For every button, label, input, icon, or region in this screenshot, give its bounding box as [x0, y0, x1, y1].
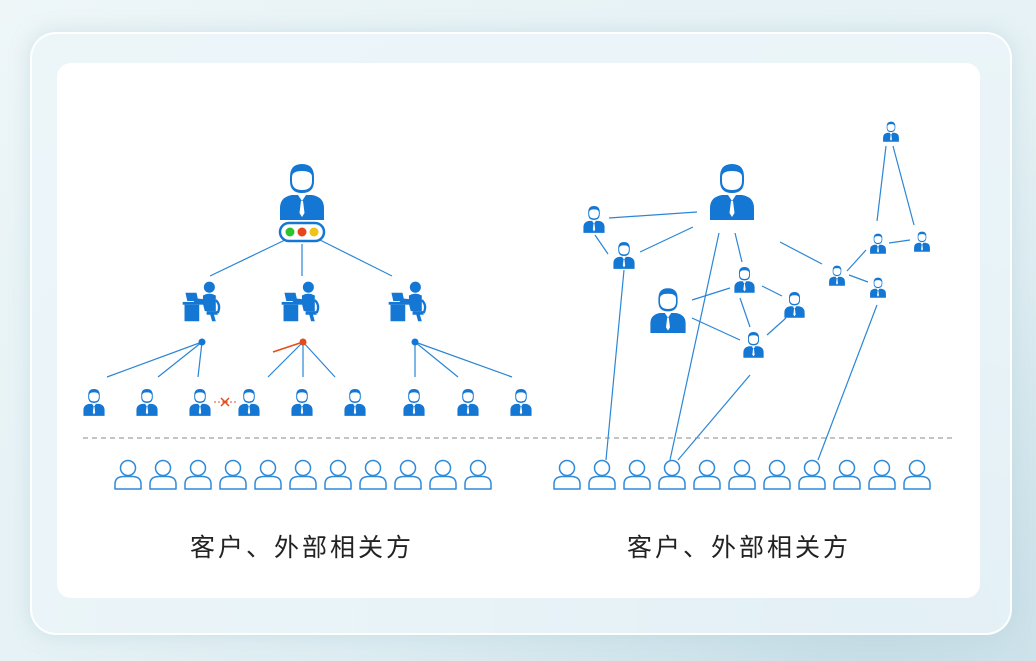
customer-outline-icon	[184, 459, 212, 490]
desk-worker-icon	[387, 280, 427, 323]
person-icon	[280, 164, 324, 220]
customer-outline-icon	[833, 459, 861, 490]
customer-outline-icon	[763, 459, 791, 490]
customer-outline-icon	[553, 459, 581, 490]
broken-line-red	[272, 341, 304, 353]
person-icon	[457, 389, 479, 416]
person-icon	[870, 233, 886, 254]
left-hierarchy-lines	[106, 239, 513, 378]
person-icon	[883, 121, 899, 142]
right-customers-row	[553, 459, 931, 490]
person-icon	[870, 277, 886, 298]
left-caption: 客户、外部相关方	[190, 533, 415, 562]
person-icon	[784, 292, 805, 318]
desk-worker-icon	[280, 280, 320, 323]
person-icon	[291, 389, 313, 416]
content-panel	[57, 63, 980, 598]
customer-outline-icon	[289, 459, 317, 490]
customer-outline-icon	[658, 459, 686, 490]
junction-dot-alert	[299, 338, 307, 346]
customer-outline-icon	[623, 459, 651, 490]
customer-outline-icon	[798, 459, 826, 490]
person-icon	[83, 389, 105, 416]
left-hierarchy	[83, 164, 532, 416]
customer-outline-icon	[359, 459, 387, 490]
customer-outline-icon	[149, 459, 177, 490]
customer-outline-icon	[588, 459, 616, 490]
person-icon	[743, 332, 764, 358]
customer-outline-icon	[324, 459, 352, 490]
left-customers-row	[114, 459, 492, 490]
customer-outline-icon	[903, 459, 931, 490]
person-icon	[189, 389, 211, 416]
right-caption: 客户、外部相关方	[627, 533, 852, 562]
right-network-lines	[594, 145, 915, 461]
person-icon	[136, 389, 158, 416]
person-icon	[650, 288, 686, 333]
right-network	[583, 121, 930, 461]
person-icon	[734, 267, 755, 293]
customer-outline-icon	[219, 459, 247, 490]
desk-worker-icon	[181, 280, 221, 323]
customer-outline-icon	[693, 459, 721, 490]
customer-outline-icon	[728, 459, 756, 490]
person-icon	[403, 389, 425, 416]
person-icon	[583, 206, 605, 233]
customer-outline-icon	[394, 459, 422, 490]
customer-outline-icon	[114, 459, 142, 490]
person-icon	[914, 231, 930, 252]
junction-dot	[198, 338, 206, 346]
person-icon	[613, 242, 635, 269]
person-icon	[510, 389, 532, 416]
person-icon	[238, 389, 260, 416]
broken-link-x-icon	[220, 397, 230, 407]
customer-outline-icon	[254, 459, 282, 490]
traffic-light-icon	[278, 221, 326, 243]
customer-outline-icon	[464, 459, 492, 490]
customer-outline-icon	[429, 459, 457, 490]
customer-outline-icon	[868, 459, 896, 490]
person-icon	[829, 265, 845, 286]
person-icon	[344, 389, 366, 416]
person-icon	[710, 164, 754, 220]
junction-dot	[411, 338, 419, 346]
